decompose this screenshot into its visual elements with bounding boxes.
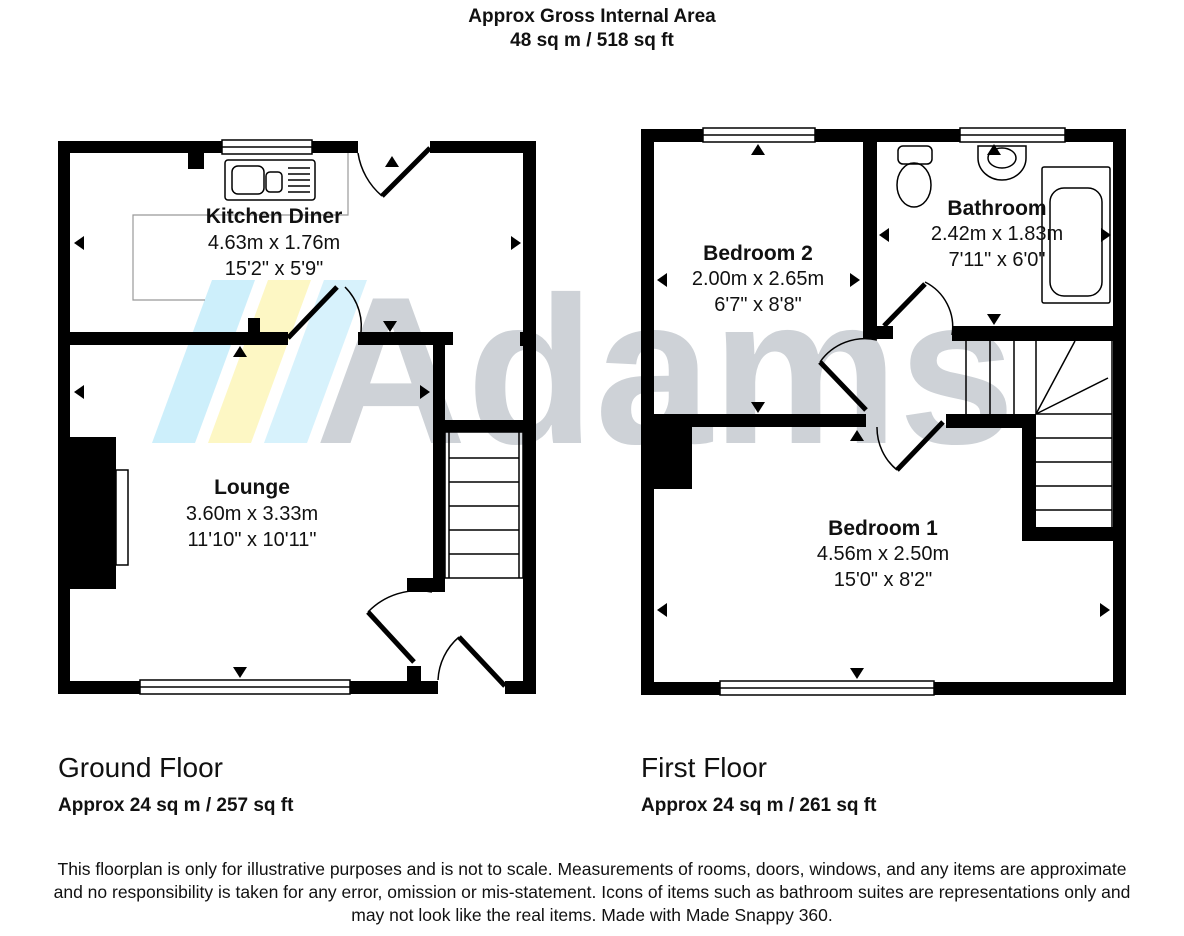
first-floor-area: Approx 24 sq m / 261 sq ft (641, 795, 877, 816)
wall (505, 681, 536, 694)
door-swing (924, 281, 954, 336)
watermark-stripe-blue-2 (264, 280, 367, 443)
ground-floor-area: Approx 24 sq m / 257 sq ft (58, 795, 294, 816)
gross-area-heading: Approx Gross Internal Area (468, 6, 716, 27)
room-metric-bedroom2: 2.00m x 2.65m (691, 268, 825, 290)
door-swing (876, 426, 898, 471)
wall-pillar (188, 153, 204, 169)
disclaimer-line: and no responsibility is taken for any e… (53, 882, 1131, 902)
room-imperial-bedroom1: 15'0" x 8'2" (833, 569, 933, 591)
first-floor-title: First Floor (641, 752, 767, 783)
ground-floor-title: Ground Floor (58, 752, 223, 783)
door (380, 146, 432, 198)
room-name-bedroom2: Bedroom 2 (703, 242, 813, 265)
door (286, 285, 339, 340)
wall (407, 666, 421, 694)
basin (977, 145, 1027, 181)
wall (58, 681, 140, 694)
room-imperial-kitchen: 15'2" x 5'9" (224, 258, 324, 280)
door (366, 610, 416, 664)
wall (433, 420, 445, 592)
wall (946, 414, 1036, 428)
door-swing (819, 337, 878, 363)
door (457, 635, 507, 688)
disclaimer: This floorplan is only for illustrative … (0, 858, 1184, 927)
wall (1113, 129, 1126, 695)
room-name-bathroom: Bathroom (947, 197, 1047, 220)
room-metric-lounge: 3.60m x 3.33m (185, 503, 319, 525)
first-floor-details (702, 127, 1113, 696)
door (818, 360, 868, 412)
room-metric-bathroom: 2.42m x 1.83m (930, 223, 1064, 245)
wall (407, 578, 445, 592)
wall (433, 332, 445, 422)
wall (350, 681, 438, 694)
room-name-lounge: Lounge (214, 476, 290, 499)
door-swing (437, 636, 460, 681)
disclaimer-line: This floorplan is only for illustrative … (57, 859, 1127, 879)
watermark-stripe-yellow (208, 280, 311, 443)
staircase (444, 431, 524, 579)
toilet (896, 145, 933, 208)
room-metric-bedroom1: 4.56m x 2.50m (816, 543, 950, 565)
room-imperial-lounge: 11'10" x 10'11" (187, 529, 317, 551)
door-swing (367, 589, 433, 613)
chimney-breast (70, 437, 116, 589)
sink-unit (224, 159, 316, 201)
wall (523, 141, 536, 694)
wall (654, 414, 866, 427)
wall (358, 332, 453, 345)
wall (641, 129, 654, 695)
door (882, 282, 927, 328)
wall (1022, 527, 1126, 541)
wall (58, 332, 288, 345)
watermark-stripe-blue (152, 280, 255, 443)
wall-pillar (654, 427, 692, 489)
wall (58, 141, 358, 153)
staircase (965, 340, 1113, 527)
ground-floor-details (115, 139, 524, 695)
door-swing (344, 286, 363, 339)
wall (952, 326, 1126, 341)
wall (430, 141, 536, 153)
wall (863, 129, 877, 339)
disclaimer-line: may not look like the real items. Made w… (351, 905, 833, 925)
room-name-bedroom1: Bedroom 1 (828, 517, 938, 540)
wall (248, 318, 260, 334)
first-dimension-arrows (657, 144, 1111, 679)
wall (1022, 414, 1036, 540)
worktop (132, 153, 349, 301)
room-imperial-bathroom: 7'11" x 6'0" (948, 249, 1046, 271)
watermark-logo: Adams (152, 253, 1015, 488)
room-name-kitchen: Kitchen Diner (205, 205, 343, 228)
wall (520, 332, 536, 346)
ground-dimension-arrows (74, 156, 521, 678)
wall (433, 420, 536, 432)
fireplace (115, 469, 129, 566)
room-metric-kitchen: 4.63m x 1.76m (207, 232, 341, 254)
wall (863, 326, 893, 339)
door (895, 420, 945, 472)
room-imperial-bedroom2: 6'7" x 8'8" (714, 294, 802, 316)
gross-area-value: 48 sq m / 518 sq ft (510, 30, 674, 51)
door-swing (357, 152, 383, 197)
wall (58, 141, 70, 694)
